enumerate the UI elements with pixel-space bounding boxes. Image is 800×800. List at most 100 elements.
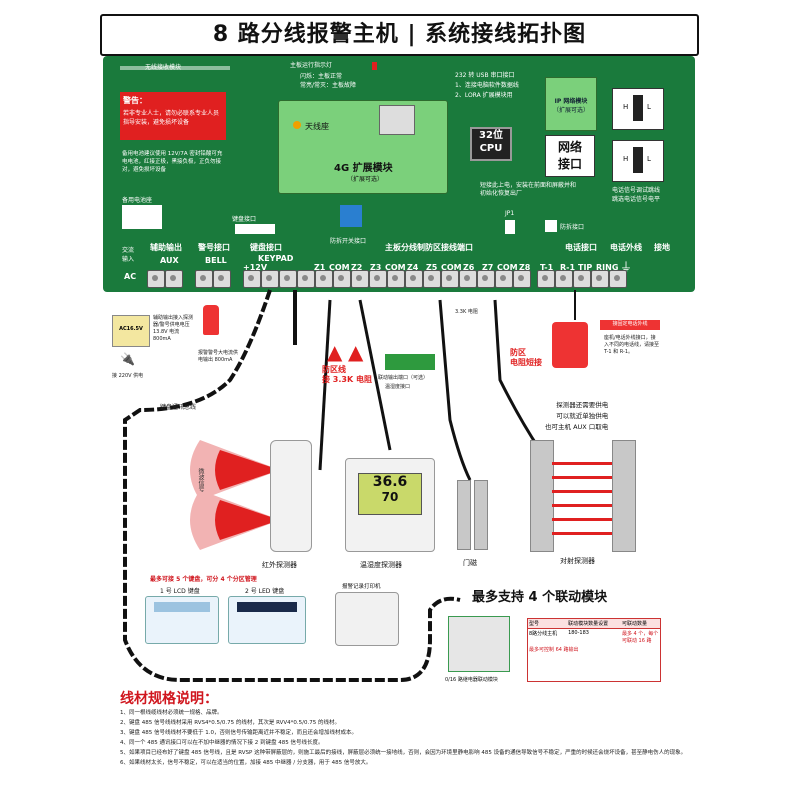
keypad-port [235,224,275,234]
terminal-screw[interactable] [195,270,213,288]
terminal-screw[interactable] [477,270,495,288]
terminal-screw[interactable] [261,270,279,288]
aux-header: 辅助输出 [150,243,182,252]
terminal-label-aux: AUX [160,256,179,265]
beam-ray [552,518,612,521]
terminal-screw[interactable] [573,270,591,288]
terminal-label-tip: TIP [578,263,593,272]
terminal-label-z2: Z2 [351,263,363,272]
rs232-line-2: 1、连接电脑软件数据线 [455,82,519,89]
terminal-screw[interactable] [441,270,459,288]
siren-icon [203,305,219,335]
terminal-screw[interactable] [147,270,165,288]
jumper-block-1: H L [612,88,664,130]
jp1-label: JP1 [505,210,515,217]
zone-short-note: 防区 电阻短接 [510,348,542,367]
ac-input-label: 交流 输入 [122,247,135,263]
wire-spec-line: 6、如果线材太长，信号不稳定，可以在适当的位置，加接 485 中继器 / 分支器… [120,760,372,766]
wire-spec-title: 线材规格说明： [120,691,218,707]
terminal-screw[interactable] [279,270,297,288]
terminal-screw[interactable] [369,270,387,288]
ip-module-title: IP 网络模块 [554,98,588,105]
terminal-screw[interactable] [387,270,405,288]
ip-module-subtitle: （扩展可选） [552,107,589,114]
terminal-screw[interactable] [243,270,261,288]
table-header-count: 可联动数量 [621,621,647,627]
terminal-screw[interactable] [315,270,333,288]
tamper-port [545,220,557,232]
printer-icon [335,592,399,646]
telephone-icon [552,322,588,368]
keypad2-screen [237,602,297,612]
backup-battery-note: 备用电池建议使用 12V/7A 密封铅酸可充电电池，红接正极，黑接负极，正负勿接… [122,151,223,173]
terminal-screw[interactable] [609,270,627,288]
cpu-chip: 32位 CPU [470,127,512,161]
beam-ray [552,532,612,535]
thermo-temp: 36.6 [372,474,408,490]
terminal-label-ring: RING [596,263,619,272]
terminal-screw[interactable] [459,270,477,288]
antenna-icon [293,121,301,129]
table-header-model: 型号 [529,621,540,627]
battery-connector [122,205,162,229]
terminal-label-r1: R-1 [560,263,576,272]
keypad-2 [228,596,306,644]
terminal-label-z3: Z3 [370,263,382,272]
table-header-setting: 联动模块数量设置 [568,621,609,627]
door-label: 门磁 [463,559,477,567]
terminal-screw[interactable] [591,270,609,288]
terminal-screw[interactable] [333,270,351,288]
beam-ray [552,476,612,479]
module-4g-title: 4G 扩展模块 [334,163,393,174]
beam-ray [552,504,612,507]
power-plug-icon: 🔌 [120,352,135,366]
keypad-port-label: 键盘接口 [232,216,257,223]
wire-spec-line: 3、键盘 485 信号线线材不要低于 1.0，否则信号传输距离近并不稳定，而且还… [120,730,357,736]
terminal-screw[interactable] [495,270,513,288]
phone-header: 电话接口 [565,243,597,252]
terminal-screw[interactable] [513,270,531,288]
siren-note: 报警警号大电流供电输出 800mA [198,350,239,363]
terminal-screw[interactable] [213,270,231,288]
network-port: 网络 接口 [545,135,595,177]
arrow-up-icon: ▲ [327,340,343,364]
module-4g-subtitle: （扩展可选） [347,176,384,183]
reset-note: 短接此上电，安装在前面和屏蔽并和初始化恢复出厂 [480,182,577,197]
thermo-sensor: 36.6 70 [345,458,435,552]
keypad1-label: 1 号 LCD 键盘 [160,588,200,595]
phone-note: 座机/电话外线接口，接入不同的电话线，请接至 T-1 和 R-1。 [604,335,660,355]
terminal-screw[interactable] [555,270,573,288]
jumper-cap [633,95,643,121]
tamper-switch [340,205,362,227]
transformer: AC16.5V [112,315,150,347]
pir-wave-fan [190,440,280,550]
keypad2-label: 2 号 LED 键盘 [245,588,285,595]
arrow-up-icon: ▲ [348,340,364,364]
jumper-block-2: H L [612,140,664,182]
status-led [372,62,377,70]
terminal-screw[interactable] [165,270,183,288]
terminal-label-z1: Z1 [314,263,326,272]
terminal-label-z4: Z4 [407,263,419,272]
terminal-screw[interactable] [537,270,555,288]
terminal-label-z8: Z8 [519,263,531,272]
door-contact-magnet [457,480,471,550]
terminal-strip [147,270,637,290]
jumper2-h-label: H [623,155,629,163]
table-row: 8路分线主机 180-183 最多 4 个，每个可联动 16 路 [528,629,660,645]
terminal-screw[interactable] [405,270,423,288]
terminal-screw[interactable] [423,270,441,288]
aux-note: 辅助输出接入探测器/警号供电电压 13.8V 电流 800mA [153,315,194,342]
phone-out-header: 电话外线 [610,243,642,252]
jumper-h-label: H [623,103,629,111]
jumper2-cap [633,147,643,173]
tamper-switch-label: 防拆开关接口 [330,238,367,245]
terminal-label-z6: Z6 [463,263,475,272]
beam-power-note: 探测器还需要供电 可以就近单独供电 也可主机 AUX 口取电 [545,401,609,431]
beam-receiver [612,440,636,552]
terminal-screw[interactable] [297,270,315,288]
terminal-screw[interactable] [351,270,369,288]
rs232-line-1: 232 转 USB 串口接口 [455,72,515,79]
wire-spec-line: 5、如果项目已经布好了键盘 485 信号线，且是 RVSP 这种带屏蔽层的，则施… [120,750,687,756]
